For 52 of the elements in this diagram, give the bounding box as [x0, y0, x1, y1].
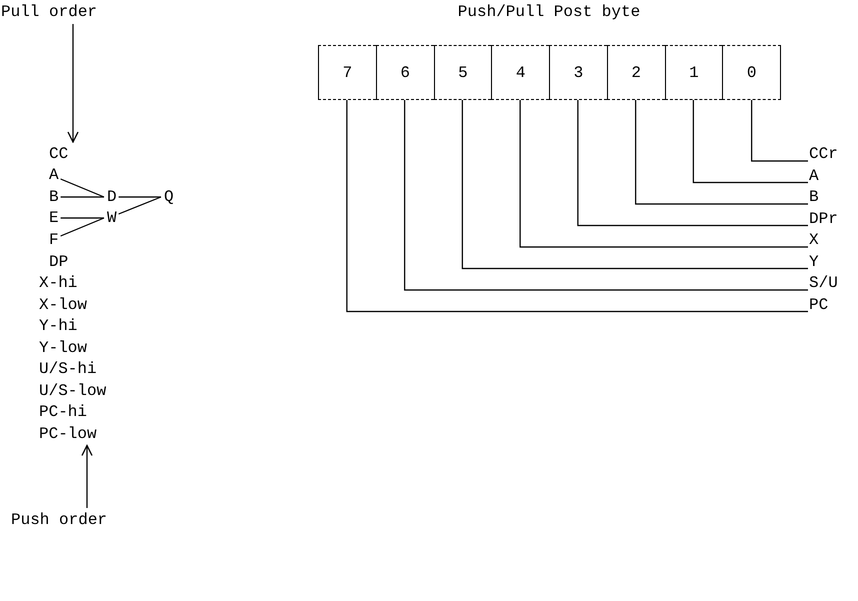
connector-line	[751, 100, 808, 162]
register-name: X	[808, 230, 820, 250]
connector-line	[60, 178, 104, 198]
register-name: Y	[808, 252, 820, 272]
bit-cell: 6	[376, 45, 434, 100]
bit-cell: 3	[549, 45, 607, 100]
register-name: CC	[48, 144, 70, 164]
register-name: A	[48, 165, 60, 185]
register-title: Push/Pull Post byte	[456, 2, 642, 22]
connector-line	[60, 217, 104, 219]
register-name: PC-low	[38, 424, 98, 444]
register-name: B	[808, 187, 820, 207]
register-name: Pull order	[0, 2, 98, 22]
register-name: CCr	[808, 144, 839, 164]
connector-line	[520, 100, 808, 248]
connector-line	[404, 100, 808, 291]
bit-cell: 5	[434, 45, 492, 100]
register-name: D	[106, 187, 118, 207]
arrow	[67, 24, 79, 143]
register-name: PC-hi	[38, 402, 88, 422]
bit-cell: 1	[664, 45, 722, 100]
register-name: F	[48, 230, 60, 250]
register-name: X-hi	[38, 273, 78, 293]
connector-line	[692, 100, 808, 184]
register-name: Push order	[10, 510, 108, 530]
arrow	[81, 444, 93, 508]
register-name: A	[808, 166, 820, 186]
bit-cell: 4	[491, 45, 549, 100]
connector-line	[346, 100, 808, 312]
register-name: Y-low	[38, 338, 88, 358]
register-name: DPr	[808, 208, 839, 228]
connector-line	[60, 217, 104, 237]
register-name: U/S-hi	[38, 359, 98, 379]
connector-line	[60, 196, 104, 198]
register-name: B	[48, 187, 60, 207]
register-name: Q	[163, 187, 175, 207]
bit-cell: 7	[318, 45, 376, 100]
connector-line	[635, 100, 808, 205]
connector-line	[118, 196, 161, 198]
register-name: W	[106, 208, 118, 228]
bit-cell: 0	[722, 45, 781, 100]
register-name: S/U	[808, 273, 839, 293]
bit-cell: 2	[606, 45, 664, 100]
register-name: U/S-low	[38, 380, 108, 400]
register-name: X-low	[38, 294, 88, 314]
connector-line	[577, 100, 808, 226]
connector-line	[462, 100, 808, 270]
register-name: Y-hi	[38, 316, 78, 336]
connector-line	[118, 196, 162, 215]
register-name: DP	[48, 252, 70, 272]
register-name: E	[48, 208, 60, 228]
register-name: PC	[808, 294, 830, 314]
